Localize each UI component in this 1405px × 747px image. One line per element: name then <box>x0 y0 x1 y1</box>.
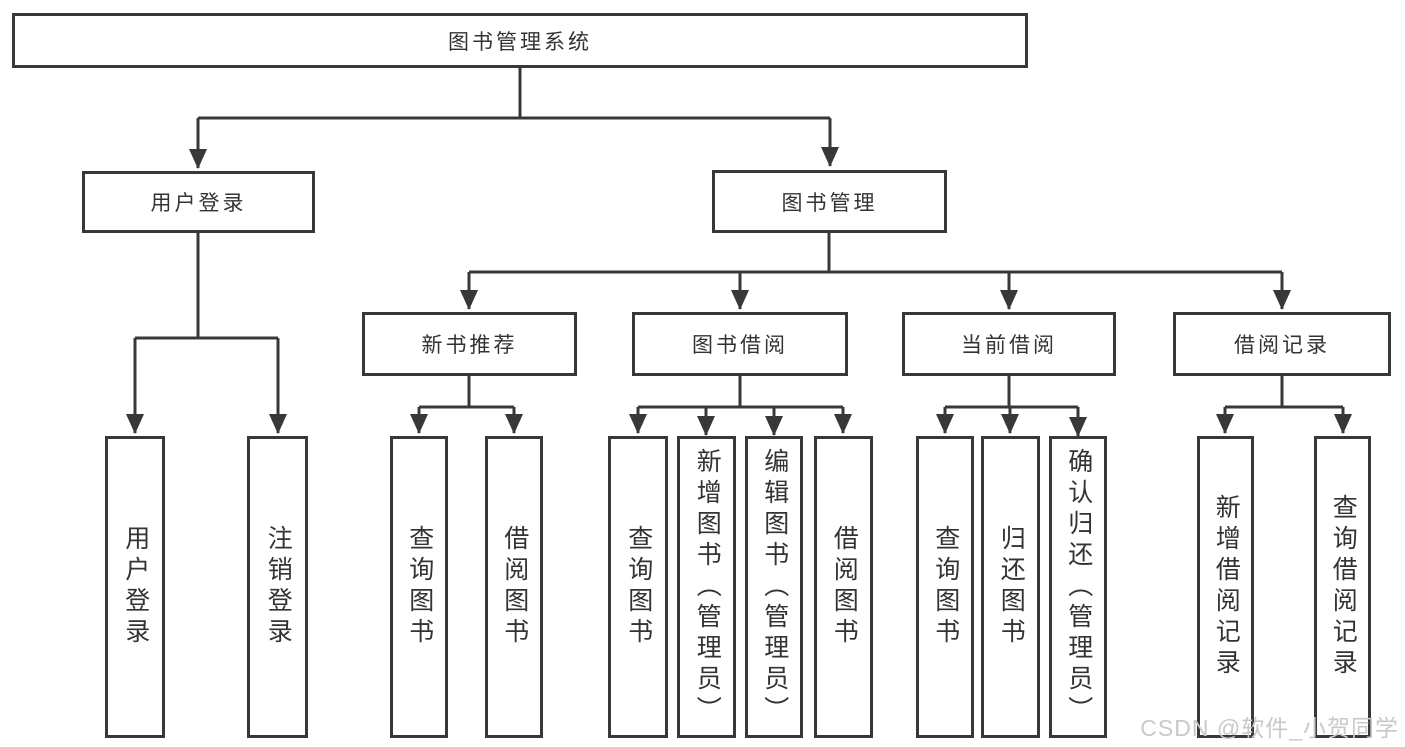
leaf-logout-login: 注销登录 <box>247 436 308 738</box>
node-user-login: 用户登录 <box>82 171 315 233</box>
node-current-borrow: 当前借阅 <box>902 312 1116 376</box>
leaf-current-return: 归还图书 <box>981 436 1040 738</box>
leaf-newbooks-borrow: 借阅图书 <box>485 436 543 738</box>
leaf-borrow-query: 查询图书 <box>608 436 668 738</box>
node-borrow-records: 借阅记录 <box>1173 312 1391 376</box>
leaf-user-login: 用户登录 <box>105 436 165 738</box>
leaf-borrow-borrow: 借阅图书 <box>814 436 873 738</box>
leaf-current-confirm-admin: 确认归还（管理员） <box>1049 436 1107 738</box>
leaf-borrow-edit-admin: 编辑图书（管理员） <box>745 436 803 738</box>
node-root: 图书管理系统 <box>12 13 1028 68</box>
watermark: CSDN @软件_小贺同学 <box>1140 715 1399 741</box>
leaf-borrow-add-admin: 新增图书（管理员） <box>677 436 736 738</box>
leaf-newbooks-query: 查询图书 <box>390 436 448 738</box>
node-book-borrow: 图书借阅 <box>632 312 848 376</box>
leaf-records-add: 新增借阅记录 <box>1197 436 1254 738</box>
leaf-current-query: 查询图书 <box>916 436 974 738</box>
leaf-records-query: 查询借阅记录 <box>1314 436 1371 738</box>
node-book-management: 图书管理 <box>712 170 947 233</box>
node-new-book-recommend: 新书推荐 <box>362 312 577 376</box>
